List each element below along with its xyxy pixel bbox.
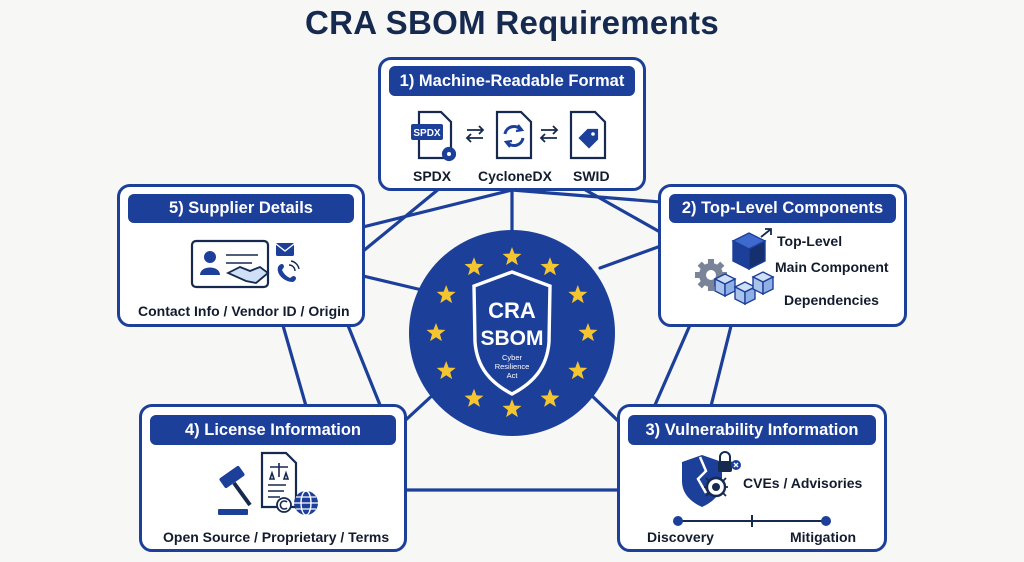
card-heading: 3) Vulnerability Information bbox=[628, 415, 876, 445]
hub-sub-resilience: Resilience bbox=[495, 362, 530, 371]
card-heading: 1) Machine-Readable Format bbox=[389, 66, 635, 96]
eu-star-icon bbox=[502, 399, 522, 418]
vulnerability-icons bbox=[682, 451, 741, 507]
link-1-5 bbox=[360, 186, 442, 254]
link-2-3 bbox=[653, 323, 692, 407]
discovery-label: Discovery bbox=[647, 529, 714, 545]
license-types-label: Open Source / Proprietary / Terms bbox=[163, 529, 390, 545]
format-spdx-label: SPDX bbox=[413, 168, 452, 184]
top-level-label: Top-Level bbox=[777, 233, 843, 249]
eu-star-icon bbox=[464, 257, 484, 276]
discovery-mitigation-timeline bbox=[673, 515, 831, 527]
link-5-4 bbox=[343, 316, 382, 407]
document-scale-icon bbox=[260, 451, 298, 509]
shield-icon bbox=[472, 270, 552, 396]
handshake-icon bbox=[225, 265, 270, 284]
eu-star-icon bbox=[436, 285, 456, 304]
eu-star-icon bbox=[568, 361, 588, 380]
main-component-label: Main Component bbox=[775, 259, 889, 275]
eu-star-icon bbox=[436, 361, 456, 380]
card-heading: 2) Top-Level Components bbox=[669, 194, 896, 223]
format-icons: SPDX bbox=[411, 110, 607, 162]
phone-icon bbox=[277, 260, 300, 282]
card-vulnerability-information: 3) Vulnerability Information CVEs / Advi… bbox=[617, 404, 887, 552]
cyclonedx-document-icon bbox=[495, 110, 533, 160]
format-cyclonedx-label: CycloneDX bbox=[478, 168, 552, 184]
arrow-up-right-icon bbox=[760, 228, 772, 238]
card-license-information: 4) License Information Open Source / Pro… bbox=[139, 404, 407, 552]
hub-cra-text: CRA bbox=[488, 298, 536, 323]
card-machine-readable-format: 1) Machine-Readable Format SPDX bbox=[378, 57, 646, 191]
card-top-level-components: 2) Top-Level Components bbox=[658, 184, 907, 327]
component-cubes-icon bbox=[695, 228, 775, 306]
eu-star-icon bbox=[540, 388, 560, 407]
page-title: CRA SBOM Requirements bbox=[305, 4, 719, 41]
card-heading: 4) License Information bbox=[150, 415, 396, 445]
svg-text:SPDX: SPDX bbox=[413, 128, 441, 139]
supplier-fields-label: Contact Info / Vendor ID / Origin bbox=[138, 303, 350, 319]
swap-arrows-icon bbox=[465, 125, 485, 143]
swap-arrows-icon bbox=[539, 125, 559, 143]
card-heading: 5) Supplier Details bbox=[128, 194, 354, 223]
lock-icon bbox=[718, 451, 732, 472]
bug-search-icon bbox=[704, 476, 728, 498]
globe-icon bbox=[294, 490, 318, 516]
eu-star-icon bbox=[464, 388, 484, 407]
eu-star-icon bbox=[426, 323, 446, 342]
hub-sub-act: Act bbox=[507, 371, 519, 380]
envelope-icon bbox=[275, 243, 295, 256]
eu-stars bbox=[426, 247, 598, 418]
format-swid-label: SWID bbox=[573, 168, 610, 184]
cves-advisories-label: CVEs / Advisories bbox=[743, 475, 863, 491]
eu-star-icon bbox=[568, 285, 588, 304]
mitigation-label: Mitigation bbox=[790, 529, 857, 545]
license-icons bbox=[218, 451, 318, 516]
eu-star-icon bbox=[578, 323, 598, 342]
dependencies-label: Dependencies bbox=[784, 292, 879, 308]
eu-star-icon bbox=[540, 257, 560, 276]
link-1-2 bbox=[580, 186, 662, 234]
swid-tag-document-icon bbox=[569, 110, 607, 160]
hub-sbom-text: SBOM bbox=[481, 327, 544, 350]
hub-sub-cyber: Cyber bbox=[502, 353, 523, 362]
gavel-icon bbox=[218, 465, 252, 515]
spdx-document-icon: SPDX bbox=[411, 110, 457, 162]
card-supplier-details: 5) Supplier Details Contact Info / Vendo… bbox=[117, 184, 365, 327]
copyright-icon bbox=[276, 497, 292, 513]
supplier-icons bbox=[190, 239, 300, 289]
eu-star-icon bbox=[502, 247, 522, 266]
